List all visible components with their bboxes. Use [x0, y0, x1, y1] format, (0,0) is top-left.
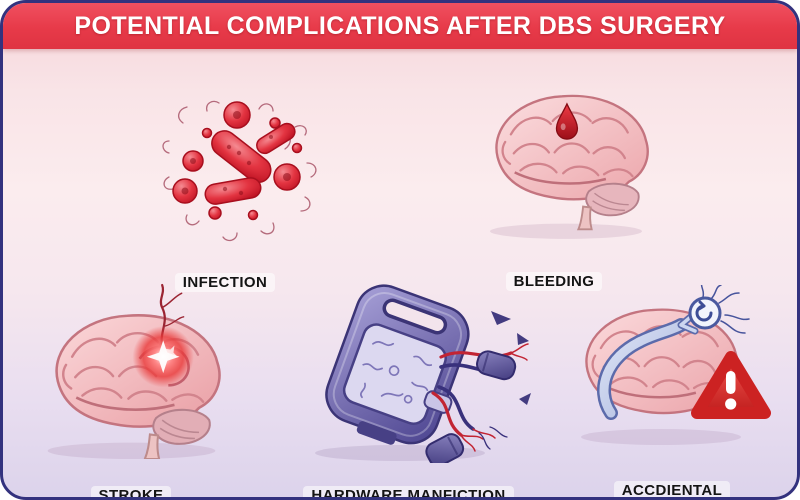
title-banner: POTENTIAL COMPLICATIONS AFTER DBS SURGER…	[3, 3, 797, 49]
caption-hardware-malfunction: HARDWARE MANFICTION	[301, 459, 516, 497]
label-infection: INFECTION	[174, 272, 276, 292]
figure-hardware-malfunction	[295, 281, 531, 467]
page-title: POTENTIAL COMPLICATIONS AFTER DBS SURGER…	[74, 11, 726, 40]
figure-bleeding	[471, 79, 661, 241]
brain-electrode-warning-icon	[581, 280, 771, 445]
label-hardware-malfunction: HARDWARE MANFICTION	[303, 485, 514, 497]
bacteria-icon	[162, 100, 317, 242]
caption-stroke: STROKE	[56, 459, 206, 497]
caption-infection: INFECTION	[150, 246, 300, 296]
figure-infection	[155, 93, 325, 245]
figure-accidental-damage	[569, 280, 797, 453]
label-bleeding: BLEEDING	[505, 271, 603, 291]
brain-stroke-burst-icon	[47, 283, 221, 461]
brain-blood-drop-icon	[490, 94, 649, 239]
caption-accidental-damage: ACCDIENTAL DAMAGE	[597, 454, 747, 497]
figure-stroke	[29, 281, 234, 461]
label-stroke: STROKE	[90, 485, 172, 497]
caption-bleeding: BLEEDING	[479, 245, 629, 295]
label-accidental-damage: ACCDIENTAL DAMAGE	[613, 480, 731, 497]
pulse-generator-broken-wires-icon	[315, 284, 531, 467]
